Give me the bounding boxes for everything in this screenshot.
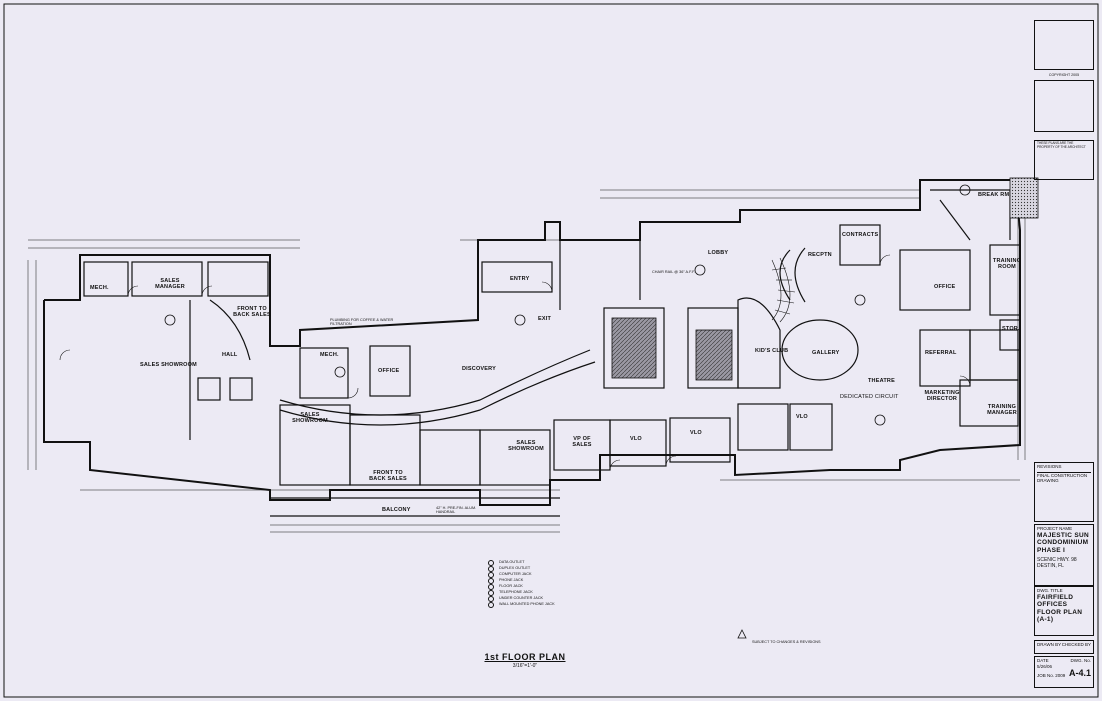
room-break-rm: BREAK RM.: [978, 192, 1011, 198]
room-vp-of-sales: VP OF SALES: [572, 436, 592, 448]
telephone-jack-icon: [488, 590, 494, 596]
title-block: COPYRIGHT 2005 THESE PLANS ARE THE PROPE…: [1032, 0, 1098, 701]
project-name-box: PROJECT NAME MAJESTIC SUN CONDOMINIUM PH…: [1034, 524, 1094, 586]
legend-row: DUPLEX OUTLET: [488, 566, 555, 572]
room-mech-left: MECH.: [90, 285, 109, 291]
room-front-to-back-sales-2: FRONT TO BACK SALES: [369, 470, 407, 482]
dwg-no-label: DWG. No.: [1070, 658, 1091, 663]
room-sales-manager: SALES MANAGER: [155, 278, 185, 290]
job-number: 2009: [1055, 672, 1066, 678]
drawing-title: FAIRFIELD OFFICES FLOOR PLAN (A-1): [1037, 593, 1083, 624]
room-marketing-director: MARKETING DIRECTOR: [924, 390, 960, 402]
room-lobby: LOBBY: [708, 250, 729, 256]
interior-walls: [83, 189, 1021, 517]
legend-row: TELEPHONE JACK: [488, 590, 555, 596]
data-outlet-icon: [488, 560, 494, 566]
room-gallery: GALLERY: [812, 350, 840, 356]
plan-title-block: 1st FLOOR PLAN 3/16"=1'-0": [470, 652, 580, 669]
sheet-number: A-4.1: [1068, 668, 1091, 678]
symbol-legend: DATA OUTLET DUPLEX OUTLET COMPUTER JACK …: [488, 560, 555, 608]
drawn-by-label: DRAWN BY: [1037, 642, 1062, 647]
wall-phone-jack-icon: [488, 602, 494, 608]
room-exit: EXIT: [538, 316, 552, 322]
room-sales-showroom-2: SALES SHOWROOM: [292, 412, 328, 424]
note-subject-to-change: SUBJECT TO CHANGES & REVISIONS: [752, 640, 821, 644]
revision-triangle-icon: [737, 629, 747, 639]
legend-row: WALL MOUNTED PHONE JACK: [488, 602, 555, 608]
revisions-box: REVISIONS FINAL CONSTRUCTION DRAWING: [1034, 462, 1094, 522]
drawing-title-label: DWG. TITLE: [1037, 588, 1063, 593]
sheet-note: THESE PLANS ARE THE PROPERTY OF THE ARCH…: [1034, 140, 1094, 180]
date-label: DATE: [1037, 658, 1049, 663]
room-vlo-3: VLO: [796, 414, 808, 420]
legend-row: DATA OUTLET: [488, 560, 555, 566]
room-vlo-1: VLO: [630, 436, 642, 442]
door-swings: [59, 254, 971, 471]
room-office-mid: OFFICE: [378, 368, 400, 374]
room-training-manager: TRAINING MANAGER: [987, 404, 1017, 416]
project-name: MAJESTIC SUN CONDOMINIUM PHASE I: [1037, 531, 1089, 554]
room-entry: ENTRY: [510, 276, 530, 282]
room-discovery: DISCOVERY: [462, 366, 496, 372]
note-plumbing: PLUMBING FOR COFFEE & WATER FILTRATION: [330, 318, 394, 327]
room-mech-mid: MECH.: [320, 352, 339, 358]
room-kids-club: KID'S CLUB: [755, 348, 789, 354]
curved-stair: [771, 257, 796, 323]
computer-jack-icon: [488, 572, 494, 578]
room-contracts: CONTRACTS: [842, 232, 879, 238]
under-counter-jack-icon: [488, 596, 494, 602]
legend-row: PHONE JACK: [488, 578, 555, 584]
note-railing: 42" H. PRE-FIN. ALUM. HANDRAIL: [436, 506, 477, 515]
project-name-label: PROJECT NAME: [1037, 526, 1073, 531]
room-stor: STOR.: [1002, 326, 1020, 332]
room-reception: RECPTN: [808, 252, 832, 258]
room-front-to-back-sales-1: FRONT TO BACK SALES: [233, 306, 271, 318]
room-sales-showroom-left: SALES SHOWROOM: [140, 362, 197, 368]
restroom-tile-hatch: [611, 177, 1039, 381]
plan-title: 1st FLOOR PLAN: [484, 652, 566, 662]
room-office-right: OFFICE: [934, 284, 956, 290]
room-training-room: TRAINING ROOM: [992, 258, 1022, 270]
date-sheet-box: DATE DWG. No. 5/26/06 JOB No. 2009 A-4.1: [1034, 656, 1094, 688]
dimension-lines: [27, 189, 1026, 533]
seal-box: [1034, 80, 1094, 132]
floor-jack-icon: [488, 584, 494, 590]
room-theatre: THEATRE: [868, 378, 895, 384]
room-referral: REFERRAL: [925, 350, 957, 356]
checked-by-label: CHECKED BY: [1061, 642, 1091, 647]
revisions-label: REVISIONS: [1037, 464, 1062, 469]
room-balcony: BALCONY: [382, 507, 411, 513]
revision-entry: FINAL CONSTRUCTION DRAWING: [1037, 471, 1091, 484]
legend-row: UNDER COUNTER JACK: [488, 596, 555, 602]
duplex-outlet-icon: [488, 566, 494, 572]
legend-row: FLOOR JACK: [488, 584, 555, 590]
legend-row: COMPUTER JACK: [488, 572, 555, 578]
logo-box: [1034, 20, 1094, 70]
drawing-title-box: DWG. TITLE FAIRFIELD OFFICES FLOOR PLAN …: [1034, 586, 1094, 636]
room-dedicated-circuit: DEDICATED CIRCUIT: [840, 394, 899, 400]
section-markers: [164, 184, 971, 426]
note-chair-rail: CHAIR RAIL @ 36" A.F.F.: [652, 270, 696, 274]
job-label: JOB No.: [1037, 672, 1055, 678]
copyright-text: COPYRIGHT 2005: [1048, 73, 1080, 77]
phone-jack-icon: [488, 578, 494, 584]
room-sales-showroom-3: SALES SHOWROOM: [508, 440, 544, 452]
project-address: SCENIC HWY. 98 DESTIN, FL: [1037, 557, 1077, 569]
plan-scale: 3/16"=1'-0": [512, 663, 538, 669]
drawn-checked-box: DRAWN BY CHECKED BY: [1034, 640, 1094, 654]
room-vlo-2: VLO: [690, 430, 702, 436]
sheet-border: [3, 3, 1099, 698]
date-value: 5/26/06: [1037, 663, 1053, 669]
room-hall: HALL: [222, 352, 238, 358]
